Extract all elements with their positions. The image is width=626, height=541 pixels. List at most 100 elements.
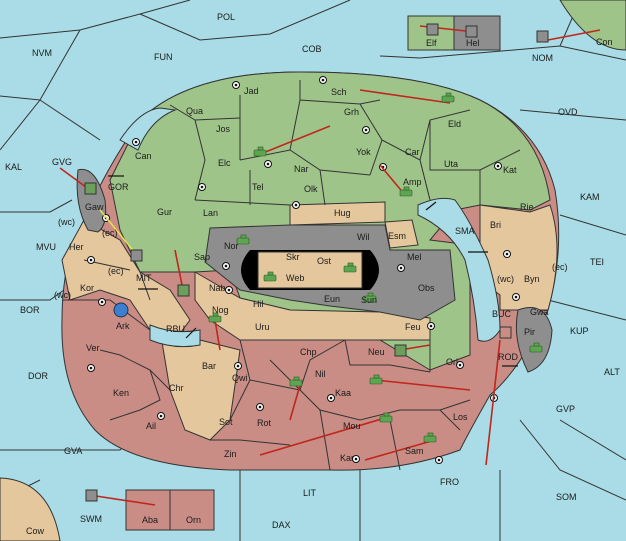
land-label-orl: Orl xyxy=(446,357,458,367)
sea-label-sma: SMA xyxy=(455,226,475,236)
coast-label-ec: (ec) xyxy=(102,228,118,238)
land-label-jad: Jad xyxy=(244,86,259,96)
land-label-qua: Qua xyxy=(186,106,203,116)
sea-label-buc: BUC xyxy=(492,309,512,319)
land-label-aba: Aba xyxy=(142,515,158,525)
ship-icon xyxy=(499,326,512,339)
army-units xyxy=(208,92,543,443)
neutral-unit-icon xyxy=(113,302,129,318)
land-label-sap: Sap xyxy=(194,252,210,262)
land-label-hug: Hug xyxy=(334,208,351,218)
sea-label-kam: KAM xyxy=(580,192,600,202)
ship-icon xyxy=(177,284,190,297)
land-label-kat: Kat xyxy=(503,165,517,175)
land-label-tel: Tel xyxy=(252,182,264,192)
sea-label-som: SOM xyxy=(556,492,577,502)
coast-label-ec: (ec) xyxy=(552,262,568,272)
sea-label-swm: SWM xyxy=(80,514,102,524)
land-label-uta: Uta xyxy=(444,159,458,169)
support-line xyxy=(99,209,137,255)
land-label-elf: Elf xyxy=(426,38,437,48)
central-provinces xyxy=(257,251,363,289)
region-middle-tan xyxy=(194,271,431,341)
land-label-bar: Bar xyxy=(202,361,216,371)
ship-icon xyxy=(426,23,439,36)
sea-label-fun: FUN xyxy=(154,52,173,62)
land-label-can: Can xyxy=(135,151,152,161)
ship-icon xyxy=(130,249,143,262)
sea-label-alt: ALT xyxy=(604,367,620,377)
tank-icon xyxy=(529,342,543,353)
sea-label-kal: KAL xyxy=(5,162,22,172)
province-hel[interactable] xyxy=(453,15,501,51)
land-label-wil: Wil xyxy=(357,232,370,242)
sea-label-mit: MIT xyxy=(136,273,152,283)
land-label-sun: Sun xyxy=(361,295,377,305)
tank-icon xyxy=(363,292,377,303)
ship-icon xyxy=(394,344,407,357)
land-label-amp: Amp xyxy=(403,177,422,187)
sea-label-gva: GVA xyxy=(64,446,82,456)
sea-label-gvg: GVG xyxy=(52,157,72,167)
tank-icon xyxy=(399,186,413,197)
land-labels: Elf Hel Jad Sch Qua Jos Grh Eld Can Elc … xyxy=(69,38,549,525)
land-label-pir: Pir xyxy=(524,327,535,337)
tank-icon xyxy=(369,374,383,385)
coast-label-ec: (ec) xyxy=(108,266,124,276)
tank-icon xyxy=(343,262,357,273)
tank-icon xyxy=(208,312,222,323)
supply-centers xyxy=(87,76,520,464)
sea-label-pol: POL xyxy=(217,12,235,22)
ship-icon xyxy=(465,25,478,38)
tank-icon xyxy=(441,92,455,103)
land-label-kaa: Kaa xyxy=(335,388,351,398)
fleet-units xyxy=(84,23,549,502)
land-label-elc: Elc xyxy=(218,158,231,168)
sea-label-cow: Cow xyxy=(26,526,45,536)
land-label-esm: Esm xyxy=(388,231,406,241)
sea-labels: POL FUN COB NVM Con NOM OVD KAL GVG GOR … xyxy=(5,12,620,536)
province-orn[interactable] xyxy=(169,489,215,531)
land-label-nab: Nab xyxy=(209,283,226,293)
coast-labels: (wc) (ec) (wc) (ec) (wc) (ec) xyxy=(54,217,568,300)
sea-label-con: Con xyxy=(596,37,613,47)
land-label-sam: Sam xyxy=(405,446,424,456)
sea-label-lit: LIT xyxy=(303,488,317,498)
land-label-ark: Ark xyxy=(116,321,130,331)
land-label-gaw: Gaw xyxy=(85,202,104,212)
land-label-obs: Obs xyxy=(418,283,435,293)
land-label-gur: Gur xyxy=(157,207,172,217)
land-label-sch: Sch xyxy=(331,87,347,97)
land-label-uru: Uru xyxy=(255,322,270,332)
land-label-ver: Ver xyxy=(86,343,100,353)
land-label-neu: Neu xyxy=(368,347,385,357)
land-label-hil: Hil xyxy=(253,299,264,309)
land-label-byn: Byn xyxy=(524,274,540,284)
sea-label-gor: GOR xyxy=(108,182,129,192)
order-arrows xyxy=(59,25,601,506)
tank-icon xyxy=(423,432,437,443)
land-label-qwi: Qwi xyxy=(232,373,248,383)
province-pir[interactable] xyxy=(515,307,553,373)
land-label-nog: Nog xyxy=(212,305,229,315)
land-label-skr: Skr xyxy=(286,252,300,262)
land-label-ken: Ken xyxy=(113,388,129,398)
land-label-gwa: Gwa xyxy=(530,307,549,317)
sea-label-mvu: MVU xyxy=(36,242,56,252)
sea-label-rbu: RBU xyxy=(166,324,185,334)
land-label-chp: Chp xyxy=(300,347,317,357)
sea-label-fro: FRO xyxy=(440,477,459,487)
coast-label-wc: (wc) xyxy=(58,217,75,227)
land-label-eun: Eun xyxy=(324,294,340,304)
province-aba[interactable] xyxy=(125,489,171,531)
tank-icon xyxy=(289,376,303,387)
land-label-ost: Ost xyxy=(317,256,332,266)
sea-label-bor: BOR xyxy=(20,305,40,315)
land-label-eld: Eld xyxy=(448,119,461,129)
land-label-bri: Bri xyxy=(490,220,501,230)
land-label-nor: Nor xyxy=(224,241,239,251)
inner-channel-rbu xyxy=(149,324,201,348)
ship-icon xyxy=(84,182,97,195)
